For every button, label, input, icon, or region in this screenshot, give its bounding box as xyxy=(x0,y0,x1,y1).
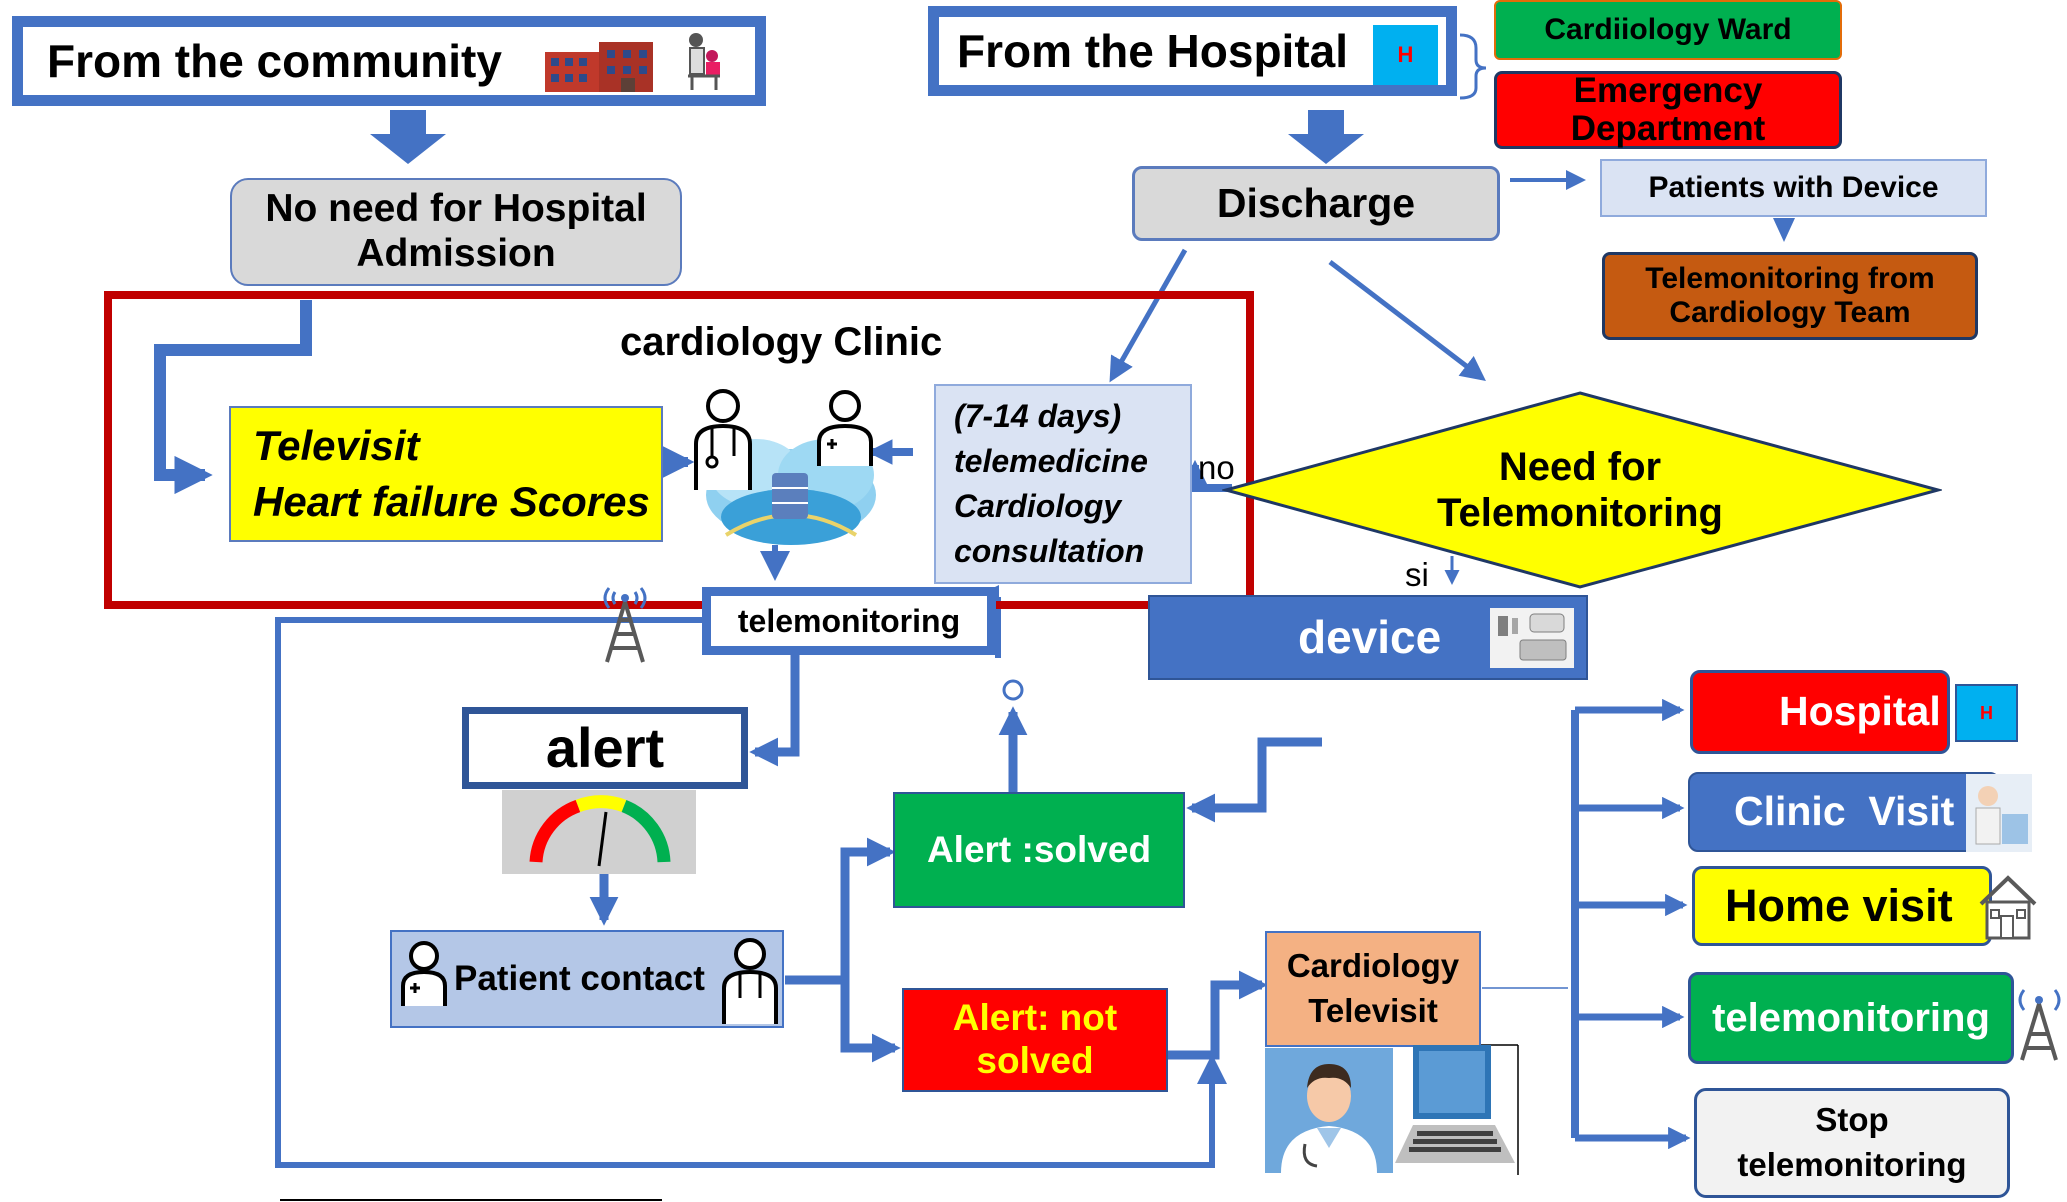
televisit-label: Televisit xyxy=(253,421,420,469)
telemonitoring-team-label: Telemonitoring from Cardiology Team xyxy=(1645,261,1935,330)
alert-solved-box: Alert :solved xyxy=(893,792,1185,908)
telemonitoring-team-box: Telemonitoring from Cardiology Team xyxy=(1602,252,1978,340)
community-title: From the community xyxy=(47,34,502,87)
alert-not-solved-box: Alert: not solved xyxy=(902,988,1168,1092)
laptop-icon xyxy=(1395,1045,1515,1163)
arrow-decision-consult xyxy=(1182,459,1232,492)
hospital-h-badge-label: H xyxy=(1397,42,1414,68)
discharge-label: Discharge xyxy=(1216,179,1416,226)
outcome-hospital-h-icon: H xyxy=(1955,684,2018,742)
cardiology-ward-label: Cardiiology Ward xyxy=(1544,12,1792,46)
hospital-origin-box: From the Hospital xyxy=(928,6,1457,96)
device-image-icon xyxy=(1490,608,1574,668)
discharge-box: Discharge xyxy=(1132,166,1500,241)
clinic-title: cardiology Clinic xyxy=(620,320,943,364)
outcome-stop-label: Stop telemonitoring xyxy=(1737,1101,1967,1183)
patients-device-box: Patients with Device xyxy=(1600,159,1987,217)
antenna-icon xyxy=(603,587,647,663)
doctor-stethoscope-icon xyxy=(722,938,778,1024)
heart-failure-scores-label: Heart failure Scores xyxy=(253,478,650,525)
arrow-discharge-consult xyxy=(1109,248,1188,383)
alert-box: alert xyxy=(462,707,748,789)
down-arrow-community xyxy=(370,110,446,164)
doctor-icon-left xyxy=(694,389,752,490)
consult-consultation-label: consultation xyxy=(954,532,1145,569)
outcome-telemonitoring-label: telemonitoring xyxy=(1712,996,1990,1040)
cardiology-ward-box: Cardiiology Ward xyxy=(1494,0,1842,60)
patient-contact-box: Patient contact xyxy=(390,930,784,1028)
arrow-return-solved xyxy=(1186,737,1322,823)
patient-person-icon xyxy=(401,941,447,1006)
gauge-icon xyxy=(502,790,696,874)
cardiology-clinic-frame xyxy=(104,291,1254,609)
telemonitoring-hub-box: telemonitoring xyxy=(702,587,996,655)
building-icon xyxy=(545,42,653,92)
outcome-clinic-visit-box: Clinic Visit xyxy=(1688,772,2000,852)
televisit-box: Televisit Heart failure Scores xyxy=(229,406,663,542)
outcome-home-visit-box: Home visit xyxy=(1692,866,1992,946)
outcome-telemonitoring-box: telemonitoring xyxy=(1688,972,2014,1064)
house-icon xyxy=(1979,875,2037,940)
outcome-hospital-box: Hospital xyxy=(1690,670,1950,754)
doctor-icon-right xyxy=(817,390,873,466)
junction-dot xyxy=(1002,679,1024,701)
alert-solved-label: Alert :solved xyxy=(926,828,1152,870)
no-admission-label: No need for Hospital Admission xyxy=(265,187,647,275)
clinic-visit-photo-icon xyxy=(1966,774,2032,852)
arrow-telemonitoring-alert xyxy=(749,652,800,767)
outcome-hospital-label: Hospital xyxy=(1779,688,1941,735)
doctor-avatar-icon xyxy=(1265,1048,1393,1173)
decision-yes-label: si xyxy=(1405,556,1429,593)
arrow-admission-televisit xyxy=(154,300,312,495)
decision-label: Need for Telemonitoring xyxy=(1437,445,1723,535)
hospital-origin-title: From the Hospital xyxy=(957,24,1349,77)
outcome-clinic-visit-label: Clinic Visit xyxy=(1734,788,1955,835)
consultation-box: (7-14 days) telemedicine Cardiology cons… xyxy=(934,384,1192,584)
arrow-contact-not-solved xyxy=(840,980,901,1063)
cardiology-televisit-label: Cardiology Televisit xyxy=(1286,947,1460,1029)
outcome-stop-box: Stop telemonitoring xyxy=(1694,1088,2010,1198)
patients-device-label: Patients with Device xyxy=(1648,170,1939,204)
alert-not-solved-label: Alert: not solved xyxy=(952,997,1118,1081)
telemonitoring-hub-label: telemonitoring xyxy=(737,602,961,639)
loop-telemonitoring xyxy=(275,617,1227,1168)
antenna-icon-outcome xyxy=(2018,989,2061,1061)
arrow-device-patients-team xyxy=(1773,218,1795,242)
decision-diamond xyxy=(1222,391,1942,589)
alert-label: alert xyxy=(545,715,665,779)
device-label: device xyxy=(1298,611,1442,664)
cardiology-televisit-box: Cardiology Televisit xyxy=(1265,931,1481,1047)
consult-cardiology-label: Cardiology xyxy=(954,488,1122,524)
patient-contact-label: Patient contact xyxy=(454,958,705,998)
decision-no-label: no xyxy=(1198,449,1235,486)
consult-telemedicine-label: telemedicine xyxy=(954,443,1148,480)
outcome-home-visit-label: Home visit xyxy=(1725,880,1953,932)
doctor-patient-icon xyxy=(688,33,720,90)
no-admission-box: No need for Hospital Admission xyxy=(230,178,682,286)
arrow-contact-split xyxy=(785,837,896,985)
consult-days-label: (7-14 days) xyxy=(954,398,1122,435)
down-arrow-hospital xyxy=(1288,110,1364,164)
arrow-discharge-decision xyxy=(1328,260,1486,382)
wards-brace xyxy=(1459,33,1487,100)
arrow-notsolved-televisit xyxy=(1162,970,1268,1060)
emergency-box: Emergency Department xyxy=(1494,71,1842,149)
hospital-h-badge: H xyxy=(1373,25,1438,85)
emergency-label: Emergency Department xyxy=(1570,70,1766,148)
